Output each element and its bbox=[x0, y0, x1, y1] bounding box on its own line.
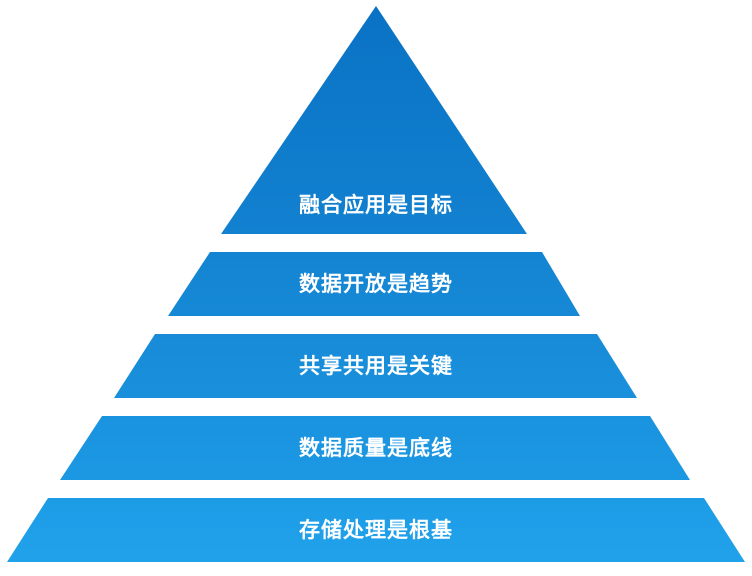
pyramid-tier-1-shape bbox=[221, 6, 527, 234]
pyramid-tier-2-shape bbox=[168, 252, 580, 316]
pyramid-tier-1-label: 融合应用是目标 bbox=[299, 193, 453, 217]
pyramid-tier-5-label: 存储处理是根基 bbox=[299, 518, 453, 542]
pyramid-tier-4-label: 数据质量是底线 bbox=[299, 436, 453, 460]
pyramid-tier-3-label: 共享共用是关键 bbox=[299, 354, 453, 378]
pyramid-tier-3-shape bbox=[114, 334, 637, 398]
pyramid-tier-2-label: 数据开放是趋势 bbox=[299, 272, 453, 296]
pyramid-tier-5-shape bbox=[7, 498, 745, 562]
pyramid-tier-4-shape bbox=[60, 416, 690, 480]
